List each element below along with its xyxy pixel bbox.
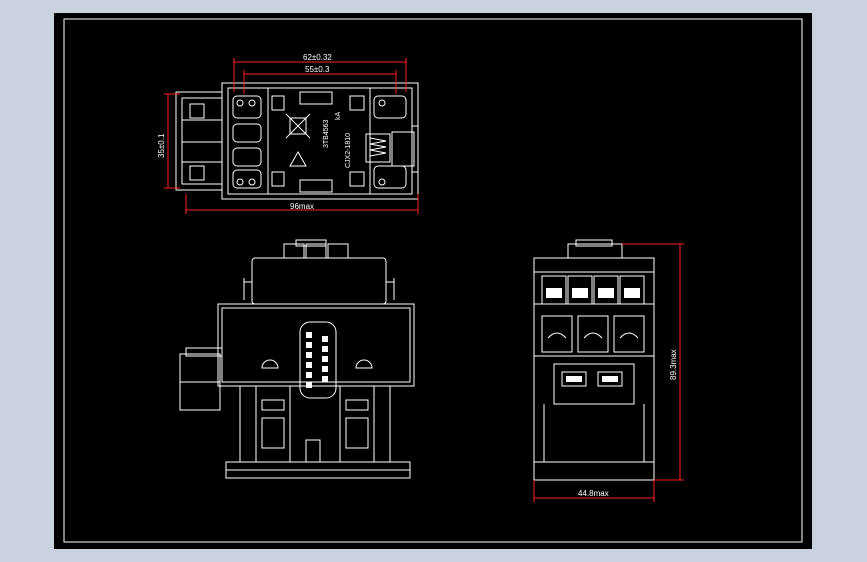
product-code-label: 3TB4563 — [323, 119, 330, 148]
top-view-markings: 3TB4563 CJX2-1810 kA — [323, 112, 352, 169]
dim-side-height: 89.3max — [669, 349, 678, 380]
top-view-dimensions — [164, 58, 419, 214]
dim-top-width-inner: 55±0.3 — [305, 65, 330, 74]
top-view — [175, 82, 419, 200]
dim-side-width: 44.8max — [578, 489, 609, 498]
dim-top-height: 35±0.1 — [157, 133, 166, 158]
drawing-sheet — [54, 13, 812, 549]
side-view-dimensions — [533, 243, 684, 502]
side-view — [533, 239, 655, 481]
dim-top-width-outer: 62±0.32 — [303, 53, 332, 62]
dim-top-overall: 96max — [290, 202, 314, 211]
product-rating-label: CJX2-1810 — [345, 133, 352, 168]
front-view-label-glyphs — [306, 332, 328, 388]
side-view-screw-heads — [546, 288, 640, 382]
product-unit-label: kA — [335, 112, 342, 121]
front-view — [179, 239, 415, 479]
drawing-frame — [63, 18, 803, 543]
